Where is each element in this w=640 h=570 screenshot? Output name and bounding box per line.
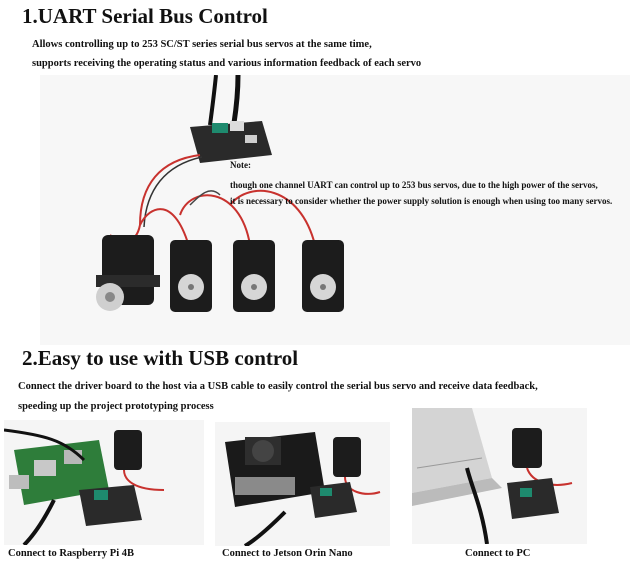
section2-line2: speeding up the project prototyping proc… xyxy=(18,401,214,412)
caption-raspberry-pi: Connect to Raspberry Pi 4B xyxy=(8,548,134,559)
driver-board-icon xyxy=(507,478,559,519)
caption-jetson: Connect to Jetson Orin Nano xyxy=(222,548,353,559)
caption-pc: Connect to PC xyxy=(465,548,531,559)
raspberry-pi-photo xyxy=(4,420,204,545)
driver-board-icon xyxy=(310,482,357,518)
servo-icon xyxy=(302,240,344,312)
note-label: Note: xyxy=(230,160,251,170)
servo-icon xyxy=(170,240,212,312)
servo-icon xyxy=(512,428,542,468)
section1-line2: supports receiving the operating status … xyxy=(32,58,422,69)
driver-board-icon xyxy=(79,485,142,526)
laptop-icon xyxy=(412,408,502,506)
pc-photo xyxy=(412,408,587,544)
section1-title: 1.UART Serial Bus Control xyxy=(22,4,268,28)
jetson-photo xyxy=(215,422,390,546)
jetson-board-icon xyxy=(225,432,325,507)
section1-line1: Allows controlling up to 253 SC/ST serie… xyxy=(32,39,372,50)
section2-line1: Connect the driver board to the host via… xyxy=(18,381,538,392)
note-line1: though one channel UART can control up t… xyxy=(230,180,598,190)
servo-icon xyxy=(96,235,160,311)
servo-icon xyxy=(333,437,361,477)
servo-icon xyxy=(233,240,275,312)
driver-board-icon xyxy=(190,121,272,163)
note-line2: it is necessary to consider whether the … xyxy=(230,196,613,206)
raspberry-pi-board-icon xyxy=(9,440,109,505)
servo-icon xyxy=(114,430,142,470)
section2-title: 2.Easy to use with USB control xyxy=(22,346,299,370)
servo-chain-photo xyxy=(40,75,630,345)
